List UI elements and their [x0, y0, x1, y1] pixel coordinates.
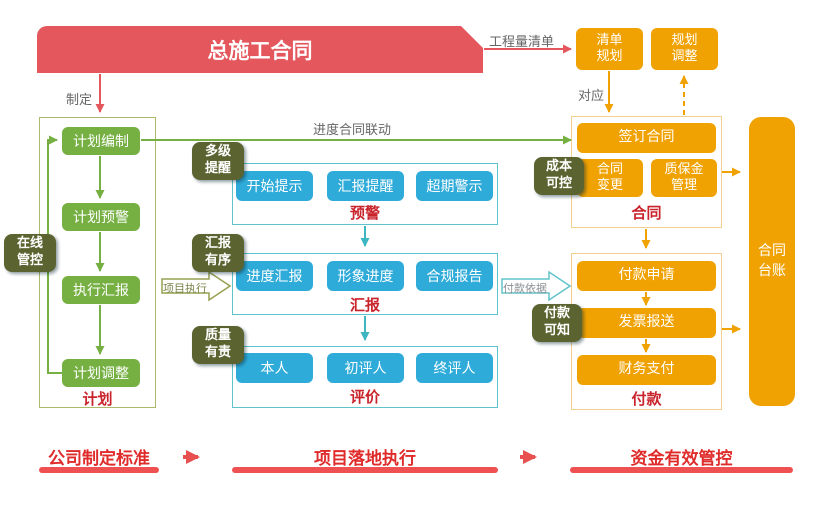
box-contract-change: 合同 变更: [577, 159, 643, 197]
caption-contract: 合同: [631, 204, 662, 222]
tag-multilevel-reminder: 多级 提醒: [192, 142, 244, 180]
bottom-step-fund-control: 资金有效管控: [630, 449, 733, 469]
box-report-reminder: 汇报提醒: [327, 171, 404, 201]
tag-cost-controllable: 成本 可控: [534, 157, 584, 195]
box-planning-adjust: 规划 调整: [651, 28, 718, 70]
label-project-execution: 项目执行: [163, 282, 207, 295]
box-plan-adjust: 计划调整: [62, 359, 140, 387]
report-group-container: [232, 253, 498, 315]
box-self: 本人: [236, 353, 313, 383]
box-overdue-alert: 超期警示: [416, 171, 493, 201]
underline-project-execution: [232, 467, 498, 473]
caption-warning: 预警: [349, 204, 380, 222]
tag-online-control: 在线 管控: [4, 234, 56, 272]
box-start-prompt: 开始提示: [236, 171, 313, 201]
box-sign-contract: 签订合同: [577, 123, 716, 153]
evaluate-group-container: [232, 346, 498, 408]
box-retention-management: 质保金 管理: [651, 159, 717, 197]
label-schedule-contract-linkage: 进度合同联动: [313, 123, 392, 138]
caption-plan: 计划: [82, 390, 113, 408]
underline-fund-control: [570, 467, 793, 473]
box-plan-compile: 计划编制: [62, 127, 140, 155]
box-finance-payment: 财务支付: [577, 355, 716, 385]
label-bill-of-quantities: 工程量清单: [489, 35, 555, 50]
tag-orderly-report: 汇报 有序: [192, 234, 244, 272]
box-first-evaluator: 初评人: [327, 353, 404, 383]
box-plan-warning: 计划预警: [62, 203, 140, 231]
caption-evaluate: 评价: [349, 388, 380, 406]
main-contract-banner: 总施工合同: [37, 26, 483, 73]
caption-payment: 付款: [631, 390, 662, 408]
underline-company-standard: [39, 467, 159, 473]
box-final-evaluator: 终评人: [416, 353, 493, 383]
caption-report: 汇报: [349, 296, 380, 314]
box-execution-report: 执行汇报: [62, 276, 140, 304]
warning-group-container: [232, 163, 498, 225]
bottom-step-company-standard: 公司制定标准: [48, 449, 150, 469]
box-visual-progress: 形象进度: [327, 261, 404, 291]
label-make: 制定: [66, 93, 93, 108]
box-list-planning: 清单 规划: [576, 28, 643, 70]
box-invoice-submission: 发票报送: [577, 308, 716, 338]
box-compliance-report: 合规报告: [416, 261, 493, 291]
bottom-step-project-execution: 项目落地执行: [314, 449, 416, 469]
box-progress-report: 进度汇报: [236, 261, 313, 291]
label-payment-basis: 付款依据: [503, 282, 547, 295]
tag-payment-known: 付款 可知: [532, 304, 582, 342]
label-correspond: 对应: [578, 89, 605, 104]
box-payment-request: 付款申请: [577, 261, 716, 291]
box-contract-ledger: 合同 台账: [749, 117, 795, 406]
tag-quality-responsibility: 质量 有责: [192, 326, 244, 364]
